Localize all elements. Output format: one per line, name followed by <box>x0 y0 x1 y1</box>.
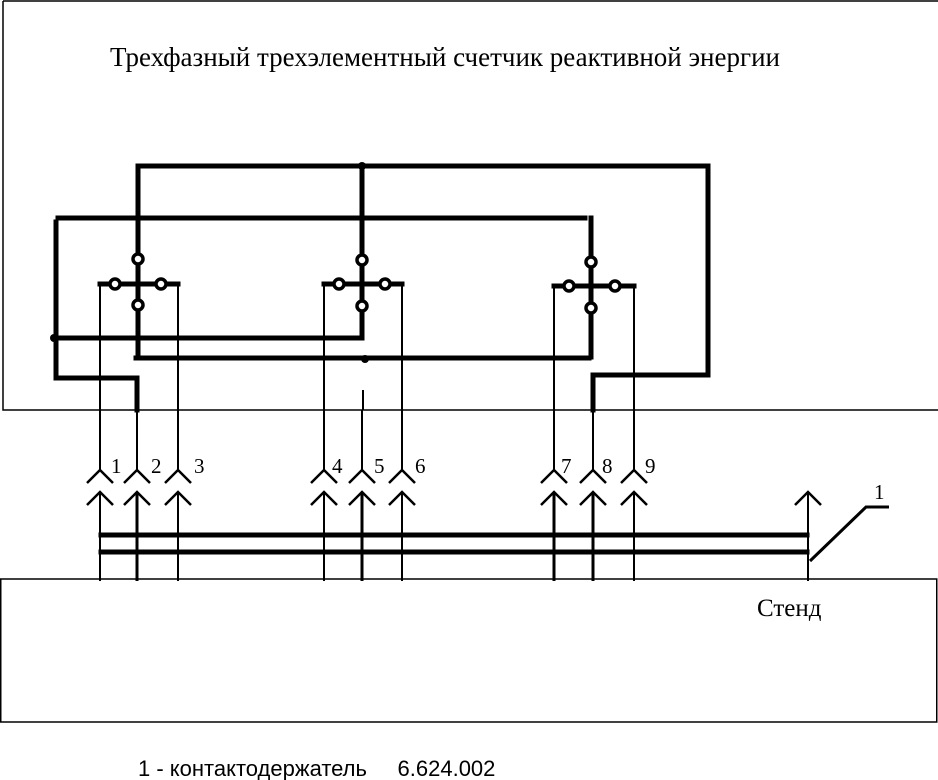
connector-socket-4 <box>310 468 338 484</box>
terminal-node <box>608 279 622 293</box>
terminal-label-6: 6 <box>415 454 426 478</box>
diagram-title: Трехфазный трехэлементный счетчик реакти… <box>110 42 780 72</box>
terminal-node <box>355 299 369 313</box>
terminal-labels: 1 2 3 4 5 6 7 8 9 <box>111 454 656 478</box>
terminal-node <box>378 277 392 291</box>
terminal-label-3: 3 <box>194 454 205 478</box>
terminal-label-1: 1 <box>111 454 122 478</box>
terminal-node <box>584 255 598 269</box>
connector-row <box>86 468 822 581</box>
terminal-node <box>154 277 168 291</box>
meter-enclosure-frame <box>2 1 938 411</box>
meter-element-1 <box>97 252 181 312</box>
connector-socket-9 <box>620 468 648 484</box>
left-return-wire <box>53 219 140 413</box>
junction-dot <box>361 355 369 363</box>
terminal-label-7: 7 <box>561 454 572 478</box>
terminal-node <box>332 277 346 291</box>
terminal-label-2: 2 <box>151 454 162 478</box>
callout-label: 1 <box>874 480 885 504</box>
connector-socket-6 <box>388 468 416 484</box>
terminal-node <box>131 252 145 266</box>
terminal-node <box>131 298 145 312</box>
terminal-node <box>562 279 576 293</box>
meter-element-3 <box>551 252 637 315</box>
terminal-label-4: 4 <box>332 454 343 478</box>
connector-socket-1 <box>86 468 114 484</box>
connector-socket-2 <box>123 468 151 484</box>
connector-socket-3 <box>164 468 192 484</box>
connector-socket-8 <box>579 468 607 484</box>
terminal-label-9: 9 <box>645 454 656 478</box>
terminal-node <box>355 253 369 267</box>
connector-socket-5 <box>348 468 376 484</box>
terminal-label-5: 5 <box>374 454 385 478</box>
legend-text: 1 - контактодержатель 6.624.002 <box>138 756 495 780</box>
stand-box <box>0 578 938 723</box>
terminal-node <box>108 277 122 291</box>
connector-socket-7 <box>540 468 568 484</box>
terminal-label-8: 8 <box>602 454 613 478</box>
terminal-node <box>584 301 598 315</box>
voltage-bus-top <box>135 163 711 413</box>
meter-element-2 <box>321 253 405 313</box>
stand-label: Стенд <box>757 595 822 622</box>
callout-leader <box>808 505 889 563</box>
